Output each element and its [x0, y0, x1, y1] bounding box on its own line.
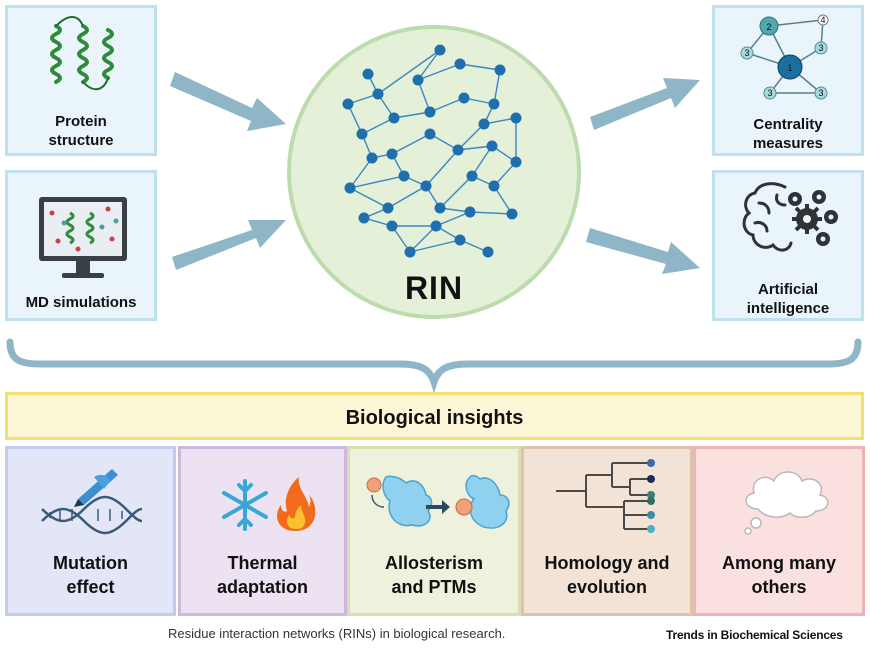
node-label-3d: 3 [818, 88, 823, 98]
node-label-3c: 3 [767, 88, 772, 98]
insight-homology-evolution: Homology and evolution [521, 446, 693, 616]
insight-others-label: Among many others [721, 553, 836, 597]
protein-structure-panel: Protein structure [5, 5, 157, 156]
centrality-measures-panel: 2 4 3 1 3 3 3 Centrality measures [712, 5, 864, 156]
centrality-measures-label: Centrality measures [752, 116, 824, 152]
fire-icon [277, 477, 316, 531]
node-3d [814, 86, 828, 100]
node-3a [814, 41, 828, 55]
node-3c [763, 86, 777, 100]
artificial-intelligence-label: Artificial intelligence [746, 281, 830, 317]
node-label-3b: 3 [744, 48, 749, 58]
md-simulations-panel: MD simulations [5, 170, 157, 321]
arrow-out-bottom [586, 228, 700, 274]
snowflake-fire-icon [222, 477, 316, 531]
node-1 [777, 54, 803, 80]
node-label-2: 2 [766, 22, 771, 32]
dna-pen-icon [41, 469, 143, 535]
journal-name: Trends in Biochemical Sciences [666, 628, 843, 642]
brain-gears-icon [742, 182, 838, 252]
arrow-in-top [170, 72, 286, 131]
monitor-icon [39, 197, 127, 278]
thought-cloud-icon [744, 471, 829, 535]
insight-thermal-adaptation: Thermal adaptation [178, 446, 347, 616]
md-simulations-label: MD simulations [25, 294, 137, 311]
allosteric-protein-icon [366, 474, 510, 529]
snowflake-icon [222, 479, 268, 531]
arrow-in-bottom [172, 220, 286, 270]
node-label-1: 1 [787, 63, 792, 73]
node-label-4: 4 [820, 15, 825, 25]
node-label-3a: 3 [818, 43, 823, 53]
rin-network [287, 25, 581, 319]
node-4 [817, 14, 829, 26]
curly-brace [6, 338, 862, 394]
biological-insights-title: Biological insights [345, 407, 524, 429]
insight-homology-label: Homology and evolution [544, 553, 670, 597]
phylogenetic-tree-icon [556, 459, 655, 533]
centrality-graph-icon: 2 4 3 1 3 3 3 [740, 14, 829, 100]
node-3b [740, 46, 754, 60]
arrow-protein-to-rin [170, 72, 700, 274]
insight-allosterism-label: Allosterism and PTMs [384, 553, 484, 597]
figure-caption: Residue interaction networks (RINs) in b… [168, 626, 506, 641]
rin-label: RIN [404, 270, 464, 306]
insight-allosterism-ptms: Allosterism and PTMs [347, 446, 521, 616]
node-2 [759, 16, 779, 36]
artificial-intelligence-panel: Artificial intelligence [712, 170, 864, 321]
protein-structure-label: Protein structure [48, 113, 114, 149]
arrow-out-top [590, 78, 700, 130]
transition-arrow-icon [426, 500, 450, 514]
insight-thermal-label: Thermal adaptation [216, 553, 308, 597]
insight-mutation-effect: Mutation effect [5, 446, 176, 616]
insight-among-many-others: Among many others [693, 446, 865, 616]
protein-helix-icon [50, 16, 114, 91]
insight-mutation-label: Mutation effect [53, 553, 128, 597]
biological-insights-banner: Biological insights [5, 392, 864, 440]
